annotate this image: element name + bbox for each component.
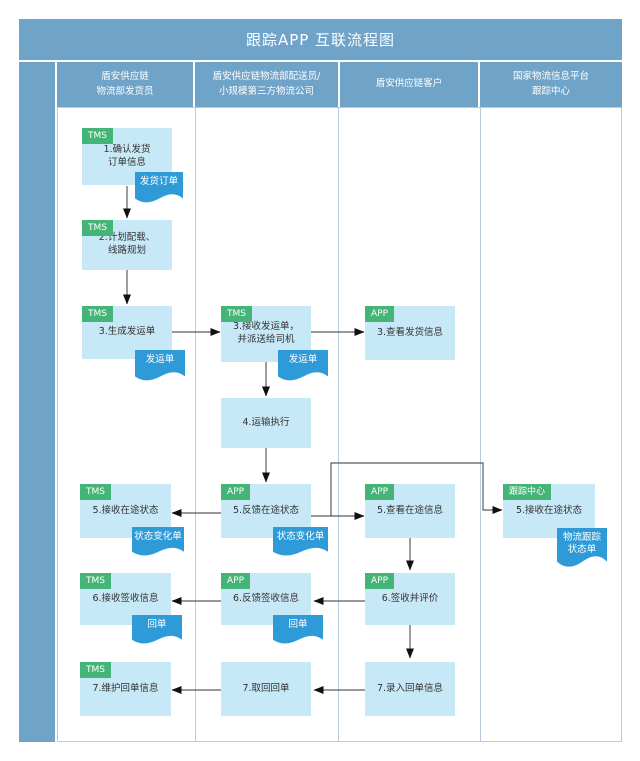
document-dispatch-note: 发运单 — [135, 350, 185, 383]
document-receipt: 回单 — [273, 615, 323, 646]
document-wave — [132, 615, 182, 644]
system-tag: APP — [365, 484, 395, 500]
lane-divider-1 — [195, 107, 196, 742]
document-shipping-order: 发货订单 — [135, 172, 183, 205]
document-logistics-tracking-status: 物流跟踪 状态单 — [557, 528, 607, 570]
step-plan-loading-routing: TMS 2.计划配载、 线路规划 — [82, 220, 172, 270]
system-tag: TMS — [82, 220, 113, 236]
document-wave — [135, 172, 183, 203]
lane-divider-3 — [480, 107, 481, 742]
system-tag: TMS — [82, 306, 113, 322]
document-wave — [132, 527, 184, 556]
document-dispatch-note: 发运单 — [278, 350, 328, 383]
system-tag: APP — [365, 573, 395, 589]
step-retrieve-receipt: 7.取回回单 — [221, 662, 311, 716]
system-tag: APP — [221, 573, 251, 589]
step-feedback-signoff-info: APP 6.反馈签收信息 — [221, 573, 311, 625]
system-tag: TMS — [80, 484, 111, 500]
system-tag: TMS — [80, 662, 111, 678]
step-view-transit-info: APP 5.查看在途信息 — [365, 484, 455, 538]
document-receipt: 回单 — [132, 615, 182, 646]
document-wave — [135, 350, 185, 381]
diagram-title: 跟踪APP 互联流程图 — [19, 19, 622, 60]
system-tag: TMS — [80, 573, 111, 589]
step-transport-execution: 4.运输执行 — [221, 398, 311, 448]
step-enter-receipt-info: 7.录入回单信息 — [365, 662, 455, 716]
system-tag: TMS — [221, 306, 252, 322]
step-confirm-shipping-order: TMS 1.确认发货 订单信息 — [82, 128, 172, 185]
step-view-shipping-info: APP 3.查看发货信息 — [365, 306, 455, 360]
lane-header-shipper: 盾安供应链 物流部发货员 — [57, 62, 193, 107]
lane-header-customer: 盾安供应链客户 — [340, 62, 478, 107]
document-wave — [273, 615, 323, 644]
system-tag: APP — [365, 306, 395, 322]
document-status-change-note: 状态变化单 — [273, 527, 328, 558]
step-create-dispatch-note: TMS 3.生成发运单 — [82, 306, 172, 359]
document-wave — [278, 350, 328, 381]
step-maintain-receipt-info: TMS 7.维护回单信息 — [80, 662, 171, 716]
system-tag: 跟踪中心 — [503, 484, 552, 500]
document-wave — [557, 528, 607, 567]
step-sign-and-rate: APP 6.签收并评价 — [365, 573, 455, 625]
swimlane-left-strip — [19, 62, 55, 742]
system-tag: TMS — [82, 128, 113, 144]
document-status-change-note: 状态变化单 — [132, 527, 184, 558]
document-wave — [273, 527, 328, 556]
lane-header-dispatcher: 盾安供应链物流部配送员/ 小规模第三方物流公司 — [195, 62, 338, 107]
lane-divider-2 — [338, 107, 339, 742]
system-tag: APP — [221, 484, 251, 500]
step-receive-signoff-info: TMS 6.接收签收信息 — [80, 573, 171, 625]
step-receive-transit-status: TMS 5.接收在途状态 — [80, 484, 171, 538]
lane-header-tracking-platform: 国家物流信息平台 跟踪中心 — [480, 62, 622, 107]
